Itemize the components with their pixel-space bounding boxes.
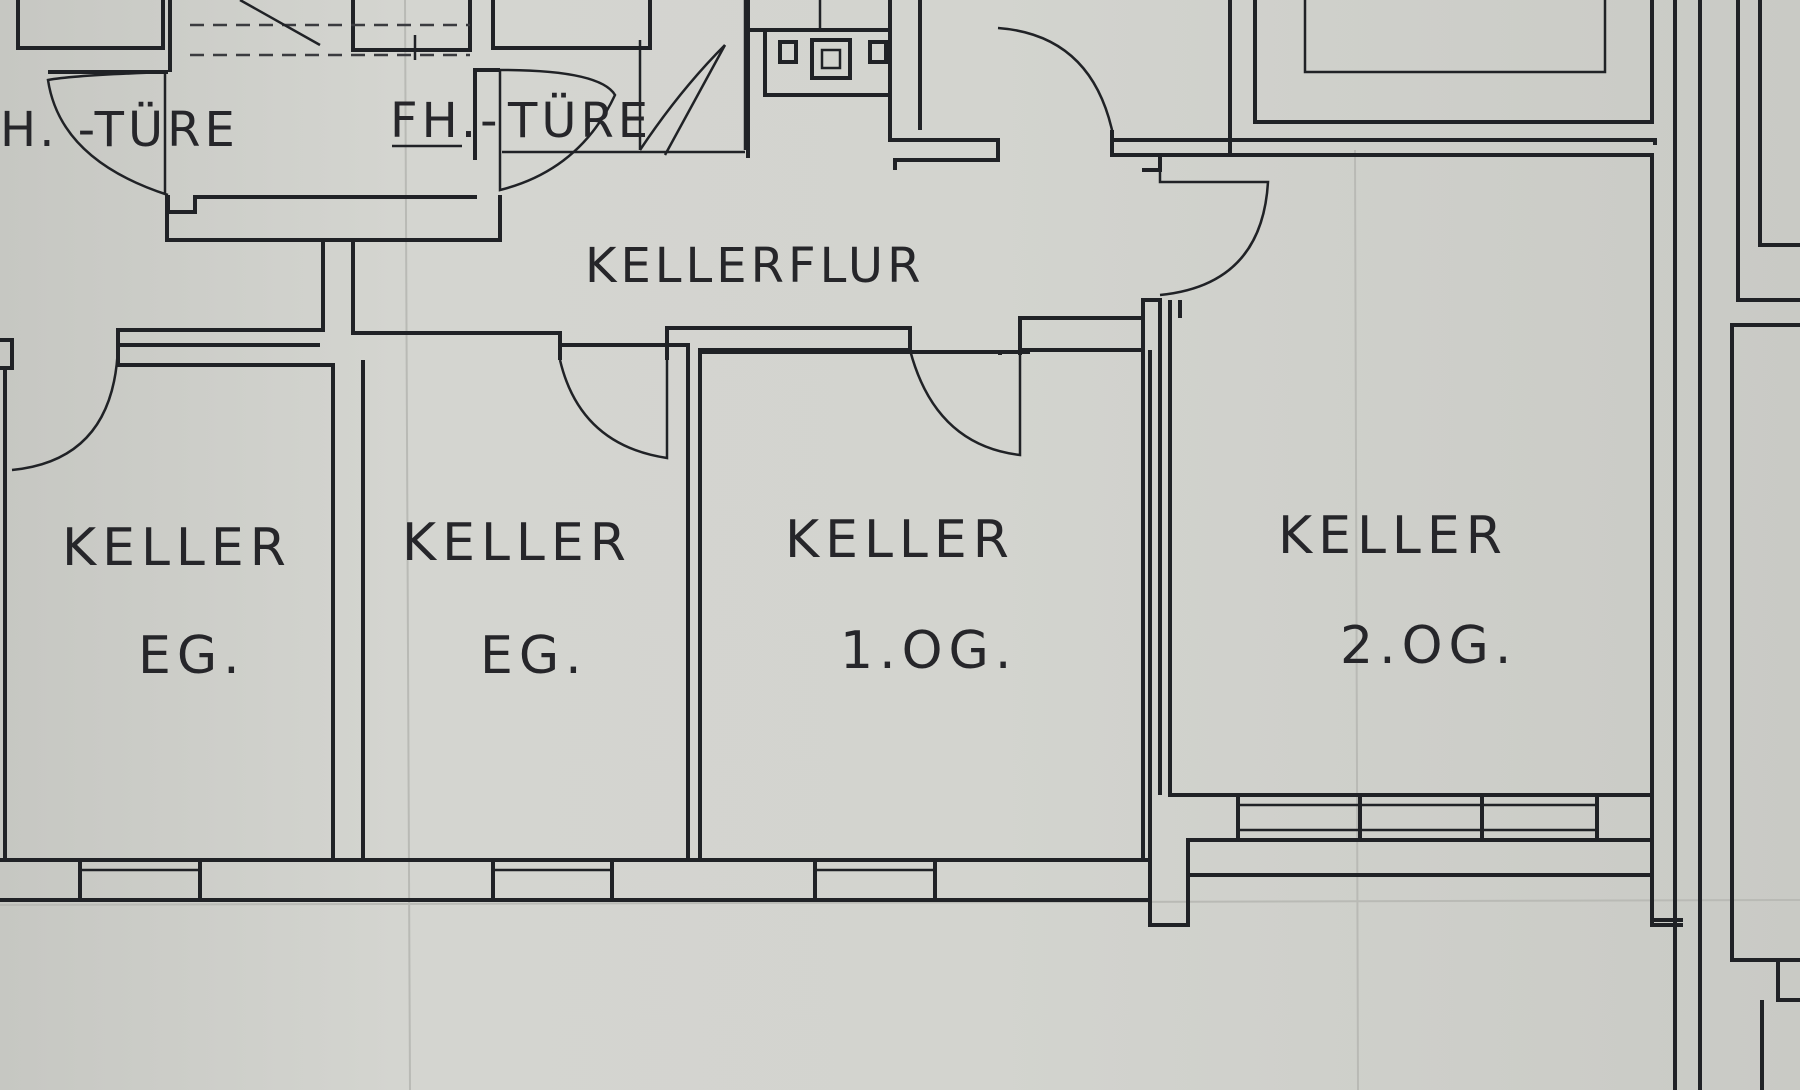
room-label-keller-1og: KELLER bbox=[785, 510, 1015, 570]
room-label-keller-2og: KELLER bbox=[1278, 506, 1508, 566]
corridor-label: KELLERFLUR bbox=[585, 238, 924, 294]
exterior-wall bbox=[0, 795, 1683, 927]
room-label-keller-eg-2: KELLER bbox=[402, 513, 632, 573]
utility-block bbox=[746, 0, 1000, 170]
keller-2og-outer-wall bbox=[1142, 153, 1683, 922]
door-swing-corridor-top bbox=[997, 26, 1114, 150]
door-swing-1og bbox=[908, 349, 1022, 457]
door-label-left: H. -TÜRE bbox=[0, 102, 239, 158]
room-floor-1og: 1.OG. bbox=[840, 621, 1017, 681]
door-swing-eg1 bbox=[11, 344, 120, 472]
door-label-right-suffix: TÜRE bbox=[507, 93, 652, 149]
door-label-right-prefix: FH.- bbox=[390, 93, 501, 149]
room-floor-2og: 2.OG. bbox=[1340, 616, 1517, 676]
paper-fold-line bbox=[1354, 149, 1359, 1090]
door-swing-2og bbox=[1158, 155, 1270, 297]
door-swing-eg2 bbox=[558, 359, 669, 460]
door-swings bbox=[11, 344, 1022, 472]
top-left-vestibule bbox=[16, 0, 747, 242]
room-floor-eg-1: EG. bbox=[138, 626, 246, 686]
room-label-keller-eg-1: KELLER bbox=[62, 518, 292, 578]
paper-fold-line bbox=[0, 899, 1800, 906]
room-floor-eg-2: EG. bbox=[480, 626, 588, 686]
paper-fold-line bbox=[404, 0, 411, 1090]
